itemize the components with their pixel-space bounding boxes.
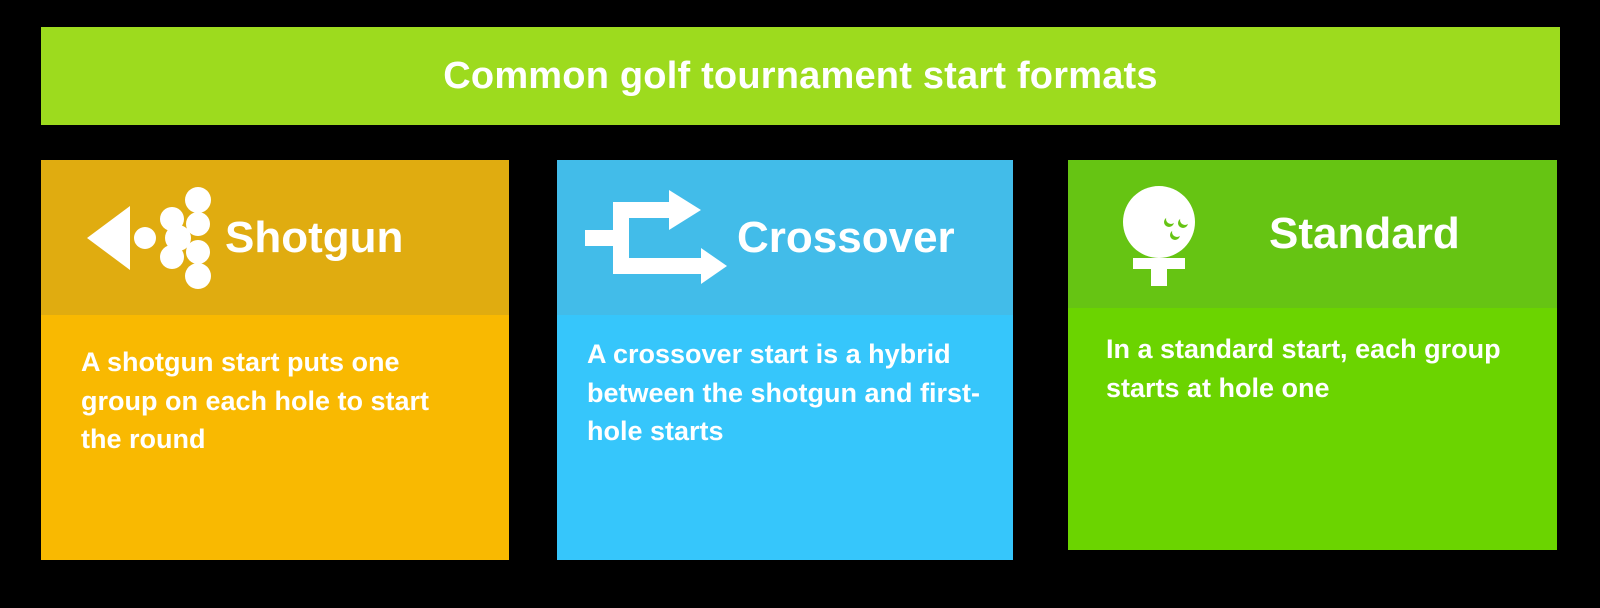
card-standard-header: Standard [1068, 160, 1557, 308]
card-shotgun-title: Shotgun [225, 212, 404, 262]
card-standard-body: In a standard start, each group starts a… [1068, 308, 1557, 550]
crossover-arrows-icon [581, 188, 731, 288]
card-standard-title: Standard [1269, 209, 1460, 258]
page-title: Common golf tournament start formats [443, 55, 1158, 97]
card-crossover-header: Crossover [557, 160, 1013, 315]
card-shotgun-body: A shotgun start puts one group on each h… [41, 315, 509, 560]
card-crossover[interactable]: Crossover A crossover start is a hybrid … [557, 160, 1013, 560]
card-standard-description: In a standard start, each group starts a… [1106, 334, 1501, 403]
golf-ball-on-tee-icon [1104, 182, 1214, 286]
card-shotgun-header: Shotgun [41, 160, 509, 315]
banner: Common golf tournament start formats [41, 27, 1560, 125]
card-standard[interactable]: Standard In a standard start, each group… [1068, 160, 1557, 550]
card-crossover-body: A crossover start is a hybrid between th… [557, 315, 1013, 560]
card-crossover-title: Crossover [737, 212, 955, 262]
shotgun-spray-icon [79, 184, 217, 292]
card-crossover-description: A crossover start is a hybrid between th… [587, 339, 981, 447]
card-shotgun-description: A shotgun start puts one group on each h… [81, 347, 430, 455]
card-shotgun[interactable]: Shotgun A shotgun start puts one group o… [41, 160, 509, 560]
